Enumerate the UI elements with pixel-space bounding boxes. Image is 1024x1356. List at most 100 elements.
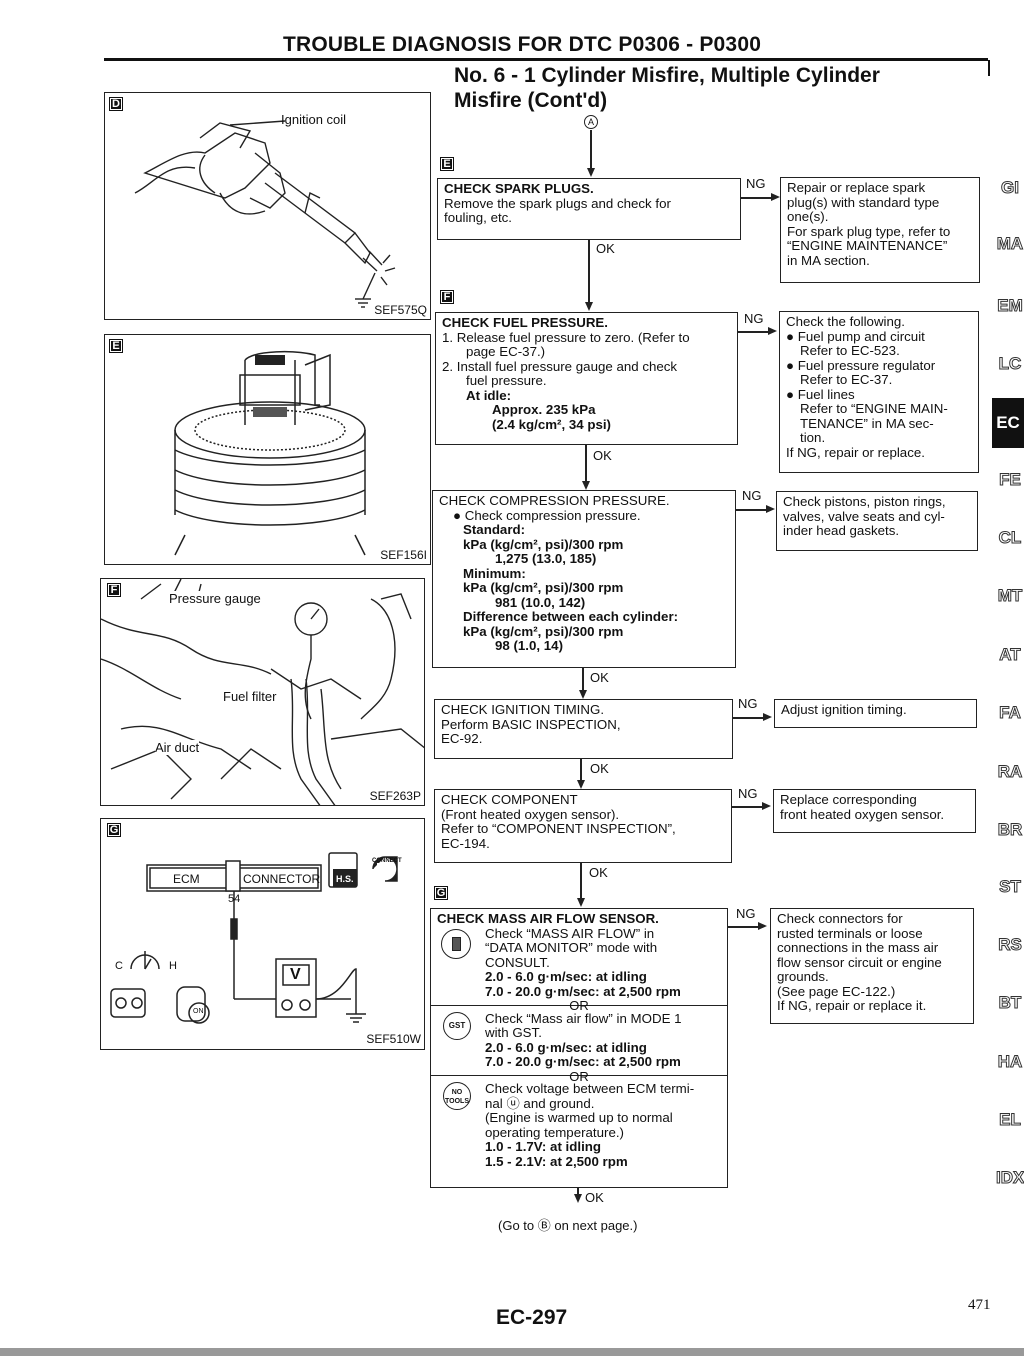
label-air-duct: Air duct [155, 740, 200, 755]
section-tab-ha[interactable]: HA [997, 1052, 1023, 1072]
spark-plug-drawing [174, 350, 366, 556]
figure-e-spark-plug: E SEF156I [104, 334, 431, 565]
figure-e-tag: E [109, 339, 123, 353]
figure-d-tag: D [109, 97, 123, 111]
label-fuel-filter: Fuel filter [223, 689, 277, 704]
flow-connector [733, 717, 763, 719]
section-tab-gi[interactable]: GI [1001, 178, 1020, 198]
section-tab-fe[interactable]: FE [999, 470, 1022, 490]
section-tab-fa[interactable]: FA [999, 703, 1022, 723]
figure-g-maf-voltage-check: G [100, 818, 425, 1050]
ok-label: OK [589, 865, 608, 880]
section-tab-at[interactable]: AT [999, 645, 1021, 665]
step-check-ignition-timing: CHECK IGNITION TIMING. Perform BASIC INS… [434, 699, 733, 759]
or-separator: OR [569, 998, 589, 1013]
flow-arrow [587, 168, 595, 177]
ng-label: NG [738, 786, 758, 801]
step-check-component: CHECK COMPONENT (Front heated oxygen sen… [434, 789, 732, 863]
or-divider [431, 1004, 727, 1006]
ignition-coil-drawing [134, 120, 396, 308]
section-tab-ra[interactable]: RA [997, 762, 1023, 782]
label-ignition-coil: Ignition coil [281, 112, 347, 127]
section-tab-br[interactable]: BR [997, 820, 1023, 840]
flow-arrow [585, 302, 593, 311]
flow-start-ref-a: A [584, 115, 598, 129]
flow-tag-e: E [440, 157, 454, 171]
flow-connector [588, 240, 590, 302]
figure-f-tag: F [107, 583, 121, 597]
flow-arrow [577, 898, 585, 907]
ng-check-pistons: Check pistons, piston rings, valves, val… [776, 491, 978, 551]
flow-connector [582, 668, 584, 690]
flow-connector [741, 197, 771, 199]
or-separator: OR [569, 1068, 589, 1084]
figure-f-code: SEF263P [369, 789, 421, 803]
ng-check-maf-connectors: Check connectors for rusted terminals or… [770, 908, 974, 1024]
section-tab-el[interactable]: EL [999, 1110, 1022, 1130]
section-tab-ec[interactable]: EC [992, 398, 1024, 448]
figure-g-code: SEF510W [366, 1032, 421, 1046]
flow-arrow [763, 713, 772, 721]
ng-label: NG [742, 488, 762, 503]
figure-g-tag: G [107, 823, 121, 837]
header-rule [104, 58, 988, 61]
figure-f-fuel-pressure: F Pressure gauge Fuel filter Air duct SE… [100, 578, 425, 806]
goto-next-page: (Go to Ⓑ on next page.) [498, 1218, 638, 1233]
flow-connector [580, 863, 582, 898]
flow-connector [580, 759, 582, 780]
flow-arrow [574, 1194, 582, 1203]
section-tab-cl[interactable]: CL [998, 528, 1022, 548]
or-divider [431, 1075, 727, 1076]
ok-label: OK [593, 448, 612, 463]
consult-icon [441, 928, 471, 959]
flow-tag-f: F [440, 290, 454, 304]
flow-arrow [766, 505, 775, 513]
label-pin-54: 54 [228, 893, 241, 905]
page-code: EC-297 [496, 1306, 568, 1329]
section-tab-ma[interactable]: MA [996, 234, 1024, 254]
subtitle-line-2: Misfire (Cont'd) [454, 89, 608, 112]
figure-e-code: SEF156I [380, 548, 427, 562]
bottom-bar [0, 1348, 1024, 1356]
ng-replace-o2-sensor: Replace corresponding front heated oxyge… [773, 789, 976, 833]
flow-connector [590, 130, 592, 168]
step-check-fuel-pressure: CHECK FUEL PRESSURE. 1. Release fuel pre… [435, 312, 738, 445]
ng-label: NG [738, 696, 758, 711]
flow-arrow [577, 780, 585, 789]
flow-connector [585, 445, 587, 481]
flow-connector [736, 509, 766, 511]
section-tab-bt[interactable]: BT [998, 993, 1022, 1013]
flow-arrow [579, 690, 587, 699]
flow-arrow [758, 922, 767, 930]
label-hs: H.S. [336, 874, 354, 884]
ng-repair-spark-plugs: Repair or replace spark plug(s) with sta… [780, 177, 980, 283]
flow-arrow [762, 802, 771, 810]
section-tab-rs[interactable]: RS [998, 935, 1023, 955]
flow-connector [732, 806, 762, 808]
label-c: C [115, 960, 123, 972]
ng-label: NG [746, 176, 766, 191]
flow-connector [738, 331, 768, 333]
section-tab-mt[interactable]: MT [997, 586, 1023, 606]
flow-tag-g: G [434, 886, 448, 900]
section-tab-idx[interactable]: IDX [996, 1168, 1024, 1188]
label-voltmeter: V [290, 966, 301, 983]
section-tab-em[interactable]: EM [997, 296, 1024, 316]
page-title: TROUBLE DIAGNOSIS FOR DTC P0306 - P0300 [283, 33, 762, 56]
step-check-maf-sensor: CHECK MASS AIR FLOW SENSOR. Check “MASS … [430, 908, 728, 1188]
section-tab-st[interactable]: ST [999, 877, 1022, 897]
section-tab-lc[interactable]: LC [998, 354, 1022, 374]
label-pressure-gauge: Pressure gauge [169, 591, 261, 606]
ng-check-fuel-system: Check the following. ● Fuel pump and cir… [779, 311, 979, 473]
label-connect: CONNECT [372, 858, 402, 864]
ok-label: OK [585, 1190, 604, 1205]
label-connector: CONNECTOR [243, 872, 321, 886]
page-number: 471 [968, 1297, 991, 1313]
step-check-compression: CHECK COMPRESSION PRESSURE. ● Check comp… [432, 490, 736, 668]
label-h: H [169, 960, 177, 972]
ng-label: NG [736, 906, 756, 921]
label-key-on: ON [193, 1008, 204, 1015]
flow-arrow [582, 481, 590, 490]
page-subtitle: No. 6 - 1 Cylinder Misfire, Multiple Cyl… [454, 63, 880, 113]
